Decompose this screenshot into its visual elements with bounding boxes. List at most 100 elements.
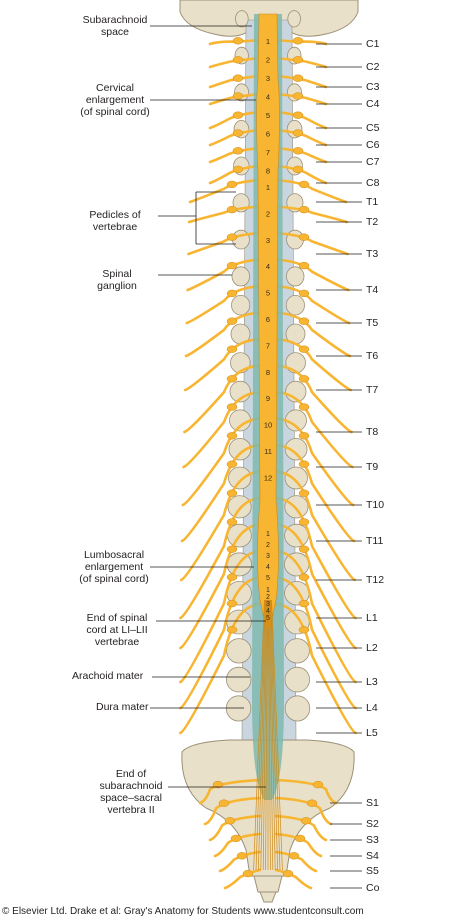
cauda-equina-root [270, 599, 281, 871]
spinal-nerve-right [274, 814, 328, 842]
level-label-c4: C4 [366, 98, 380, 110]
spinal-ganglion-right [298, 375, 310, 383]
spinal-nerve-right [274, 523, 357, 650]
segment-number: 12 [264, 473, 272, 482]
spinal-ganglion-left [212, 780, 224, 789]
level-label-s3: S3 [366, 834, 379, 846]
level-label-l2: L2 [366, 642, 378, 654]
level-label-t10: T10 [366, 499, 385, 511]
spinal-ganglion-left [232, 56, 244, 64]
leader-lines-layer [150, 25, 362, 889]
cauda-equina-root [270, 599, 278, 871]
spinal-nerve-left [179, 602, 262, 735]
segment-number: 5 [266, 615, 270, 622]
pedicle-right [285, 295, 305, 316]
spinal-ganglion-left [226, 573, 238, 581]
spinal-nerve-left [179, 523, 262, 650]
spinal-nerve-right [274, 178, 348, 204]
spinal-nerve-left [208, 814, 262, 842]
spinal-ganglion-right [298, 317, 310, 325]
cauda-equina-root [265, 599, 268, 871]
level-label-t4: T4 [366, 284, 379, 296]
level-label-c5: C5 [366, 122, 380, 134]
segment-number: 1 [266, 587, 270, 594]
level-label-co: Co [366, 882, 380, 894]
spinal-nerve-right [274, 164, 328, 185]
spinal-ganglion-right [298, 261, 310, 270]
level-label-s5: S5 [366, 865, 379, 877]
spinal-ganglion-left [226, 599, 238, 608]
pedicle-left [230, 352, 251, 374]
level-label-t12: T12 [366, 574, 385, 586]
spinal-nerve-right [274, 74, 328, 89]
level-label-s4: S4 [366, 850, 379, 862]
pedicle-left [227, 495, 252, 519]
pedicle-right [284, 495, 309, 519]
spinal-nerve-left [223, 868, 262, 890]
spinal-nerve-right [274, 778, 338, 805]
spinal-ganglion-left [226, 626, 238, 634]
spinal-nerve-right [274, 337, 353, 392]
spinal-nerve-left [203, 796, 262, 826]
spinal-ganglion-left [226, 180, 238, 189]
spinal-ganglion-right [298, 403, 310, 411]
spinal-nerve-left [188, 178, 262, 204]
spinal-nerve-left [182, 390, 262, 469]
segment-number: 1 [266, 183, 270, 192]
spinal-ganglion-left [232, 74, 244, 82]
label-arachoid-mater: Arachoid mater [72, 670, 144, 682]
level-label-l1: L1 [366, 612, 378, 624]
spinal-nerve-right [274, 496, 357, 620]
spinal-nerve-left [187, 205, 262, 224]
cauda-equina-root [258, 599, 266, 871]
spinal-nerve-left [186, 258, 262, 292]
level-label-t5: T5 [366, 317, 379, 329]
spinal-ganglion-right [292, 92, 304, 100]
segment-number: 4 [266, 608, 270, 615]
level-label-c7: C7 [366, 156, 380, 168]
segment-number: 4 [266, 564, 270, 571]
spinal-nerve-right [274, 38, 328, 46]
pedicle-right [287, 10, 301, 28]
coccyx [253, 875, 283, 893]
level-label-t1: T1 [366, 196, 379, 208]
spinal-nerve-left [198, 778, 262, 805]
segment-number: 3 [266, 601, 270, 608]
spinal-ganglion-right [292, 165, 304, 174]
spinal-ganglion-left [226, 518, 238, 526]
spinal-nerve-left [179, 470, 262, 582]
segment-number: 8 [266, 167, 270, 176]
spinal-nerve-left [179, 549, 262, 684]
level-label-s1: S1 [366, 797, 379, 809]
spinal-ganglion-right [298, 489, 310, 497]
cauda-equina-root [269, 599, 276, 871]
spinal-ganglion-right [292, 111, 304, 119]
pedicle-left [235, 10, 249, 28]
spinal-ganglion-right [306, 799, 318, 807]
spinal-nerve-left [208, 164, 262, 185]
segment-number: 3 [266, 553, 270, 560]
spinal-nerve-right [274, 390, 354, 469]
spinal-ganglion-right [292, 74, 304, 82]
pedicle-right [285, 352, 306, 374]
spinal-nerve-right [274, 56, 328, 69]
spinal-ganglion-right [298, 460, 310, 468]
pedicle-left [225, 666, 252, 693]
spinal-ganglion-left [226, 345, 238, 353]
spinal-ganglion-left [242, 869, 254, 878]
level-label-t11: T11 [366, 535, 384, 547]
spinal-nerve-right [274, 868, 313, 890]
segment-number: 6 [266, 130, 270, 139]
spinal-nerve-right [274, 602, 357, 735]
spinal-ganglion-right [298, 432, 310, 440]
segment-number: 5 [266, 575, 270, 582]
segment-number: 3 [266, 236, 270, 245]
segment-number: 1 [266, 531, 270, 538]
spinal-ganglion-left [232, 165, 244, 174]
cauda-equina-root [260, 599, 267, 871]
pedicle-right [284, 666, 311, 693]
